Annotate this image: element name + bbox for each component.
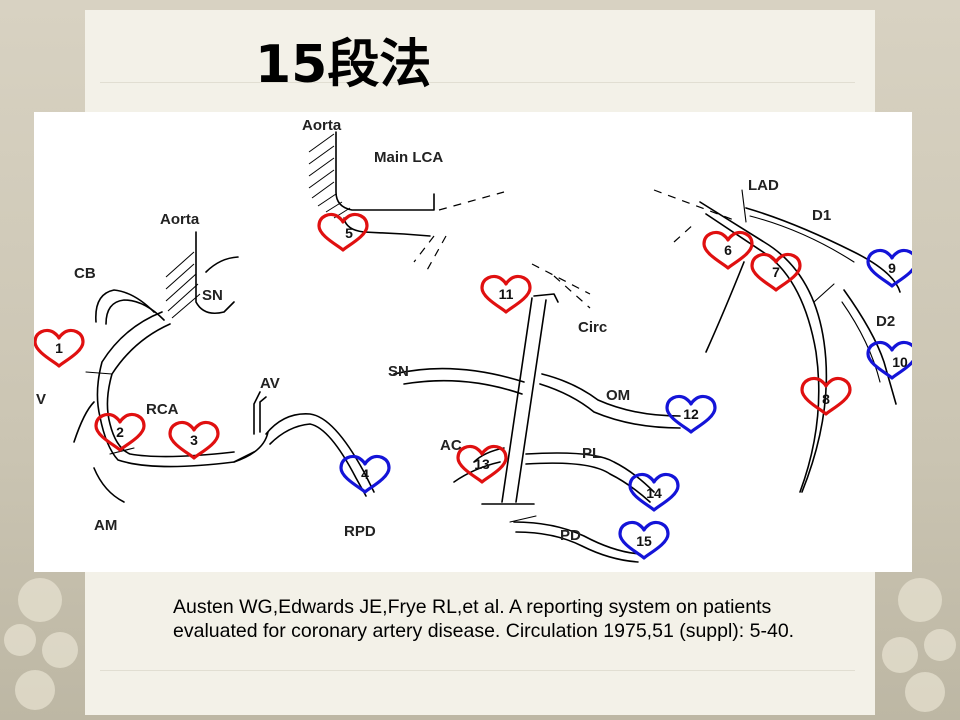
label-aorta-rca: Aorta bbox=[160, 211, 200, 228]
citation-text: Austen WG,Edwards JE,Frye RL,et al. A re… bbox=[173, 596, 795, 642]
label-av: AV bbox=[260, 375, 280, 392]
label-d2: D2 bbox=[876, 313, 895, 330]
segment-marker-14: 14 bbox=[628, 472, 680, 512]
svg-text:4: 4 bbox=[361, 466, 369, 482]
segment-marker-5: 5 bbox=[317, 212, 369, 252]
coronary-segment-diagram: Aorta Main LCA LAD D1 D2 bbox=[34, 112, 912, 572]
label-sn-rca: SN bbox=[202, 287, 223, 304]
segment-marker-10: 10 bbox=[866, 340, 912, 380]
label-om: OM bbox=[606, 387, 630, 404]
label-pd: PD bbox=[560, 527, 581, 544]
svg-text:11: 11 bbox=[499, 286, 514, 302]
segment-marker-9: 9 bbox=[866, 248, 912, 288]
label-d1: D1 bbox=[812, 207, 831, 224]
label-sn-circ: SN bbox=[388, 363, 409, 380]
svg-text:3: 3 bbox=[190, 432, 198, 448]
label-rpd: RPD bbox=[344, 523, 376, 540]
svg-text:2: 2 bbox=[116, 424, 124, 440]
label-cb: CB bbox=[74, 265, 96, 282]
label-rca: RCA bbox=[146, 401, 179, 418]
left-main-diagram: Aorta Main LCA bbox=[302, 117, 505, 273]
svg-text:14: 14 bbox=[646, 485, 662, 501]
label-aorta-top: Aorta bbox=[302, 117, 342, 134]
svg-text:6: 6 bbox=[724, 242, 732, 258]
label-lad: LAD bbox=[748, 177, 779, 194]
label-am: AM bbox=[94, 517, 117, 534]
svg-text:15: 15 bbox=[636, 533, 652, 549]
segment-marker-15: 15 bbox=[618, 520, 670, 560]
rca-diagram: Aorta CB SN V RCA AV AM RPD bbox=[36, 211, 376, 540]
segment-marker-11: 11 bbox=[480, 274, 532, 314]
label-main-lca: Main LCA bbox=[374, 149, 443, 166]
segment-marker-13: 13 bbox=[456, 444, 508, 484]
label-pl: PL bbox=[582, 445, 601, 462]
segment-marker-12: 12 bbox=[665, 394, 717, 434]
label-v: V bbox=[36, 391, 46, 408]
title-divider bbox=[100, 82, 855, 83]
segment-marker-4: 4 bbox=[339, 454, 391, 494]
svg-text:5: 5 bbox=[345, 225, 353, 241]
svg-text:7: 7 bbox=[772, 264, 780, 280]
segment-marker-1: 1 bbox=[34, 328, 85, 368]
segment-marker-3: 3 bbox=[168, 420, 220, 460]
svg-text:9: 9 bbox=[888, 260, 896, 276]
label-circ: Circ bbox=[578, 319, 607, 336]
svg-text:13: 13 bbox=[474, 456, 490, 472]
svg-text:8: 8 bbox=[822, 391, 830, 407]
segment-marker-8: 8 bbox=[800, 376, 852, 416]
lad-diagram: LAD D1 D2 bbox=[653, 177, 901, 493]
svg-text:12: 12 bbox=[683, 406, 699, 422]
segment-marker-6: 6 bbox=[702, 230, 754, 270]
slide-title: 15段法 bbox=[255, 35, 432, 95]
segment-marker-2: 2 bbox=[94, 412, 146, 452]
svg-text:1: 1 bbox=[55, 340, 63, 356]
svg-text:10: 10 bbox=[892, 354, 908, 370]
segment-marker-7: 7 bbox=[750, 252, 802, 292]
footer-divider bbox=[100, 670, 855, 671]
label-ac: AC bbox=[440, 437, 462, 454]
circumflex-diagram: Circ SN OM AC PL PD bbox=[388, 263, 681, 563]
